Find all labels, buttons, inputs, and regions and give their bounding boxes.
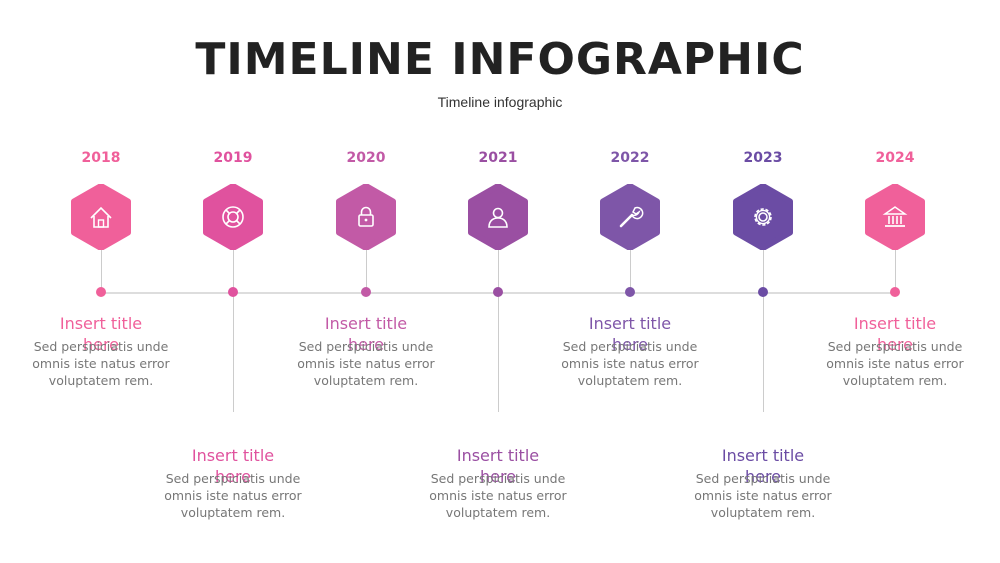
description-line: omnis iste natus error (826, 356, 964, 371)
milestone-description: Sed perspiciatis unde omnis iste natus er… (550, 338, 710, 389)
description-line: Sed perspiciatis unde (298, 339, 434, 354)
connector-line (630, 250, 631, 292)
hexagon-badge (71, 184, 131, 250)
description-line: voluptatem rem. (842, 373, 948, 388)
connector-line (498, 250, 499, 412)
lock-icon (358, 206, 374, 227)
milestone-title: Insert title here (721, 446, 805, 486)
home-icon (90, 206, 112, 228)
milestone-title: Insert title here (191, 446, 275, 486)
milestone-description: Sed perspiciatis unde omnis iste natus er… (815, 338, 975, 389)
year-label: 2023 (743, 150, 783, 166)
milestone-description: Sed perspiciatis unde omnis iste natus er… (21, 338, 181, 389)
hexagon-badge (600, 184, 660, 250)
timeline-dot (625, 287, 635, 297)
gear-icon (754, 208, 772, 226)
description-line: Sed perspiciatis unde (562, 339, 698, 354)
milestone-title: Insert title here (456, 446, 540, 486)
description-line: voluptatem rem. (180, 505, 286, 520)
timeline-dot (758, 287, 768, 297)
milestone-description: Sed perspiciatis unde omnis iste natus er… (418, 470, 578, 521)
year-label: 2021 (478, 150, 518, 166)
page-title: TIMELINE INFOGRAPHIC (195, 34, 805, 85)
description-line: Sed perspiciatis unde (827, 339, 963, 354)
connector-line (763, 250, 764, 412)
year-label: 2018 (81, 150, 121, 166)
connector-line (101, 250, 102, 292)
hexagon-badge (865, 184, 925, 250)
milestone-title: Insert title here (853, 314, 937, 354)
description-line: Sed perspiciatis unde (165, 471, 301, 486)
milestone-title: Insert title here (59, 314, 143, 354)
description-line: voluptatem rem. (710, 505, 816, 520)
page-subtitle: Timeline infographic (437, 94, 563, 110)
hexagon-badge (203, 184, 263, 250)
year-label: 2020 (346, 150, 386, 166)
description-line: Sed perspiciatis unde (33, 339, 169, 354)
description-line: omnis iste natus error (164, 488, 302, 503)
description-line: voluptatem rem. (48, 373, 154, 388)
wrench-icon (619, 206, 644, 228)
hexagon-badge (733, 184, 793, 250)
description-line: omnis iste natus error (694, 488, 832, 503)
connector-line (895, 250, 896, 292)
description-line: voluptatem rem. (313, 373, 419, 388)
year-label: 2024 (875, 150, 915, 166)
milestone-description: Sed perspiciatis unde omnis iste natus er… (683, 470, 843, 521)
timeline-dot (96, 287, 106, 297)
timeline-dot (361, 287, 371, 297)
connector-line (233, 250, 234, 412)
year-label: 2019 (213, 150, 253, 166)
year-label: 2022 (610, 150, 650, 166)
description-line: Sed perspiciatis unde (430, 471, 566, 486)
description-line: Sed perspiciatis unde (695, 471, 831, 486)
timeline-dot (493, 287, 503, 297)
milestone-description: Sed perspiciatis unde omnis iste natus er… (153, 470, 313, 521)
description-line: voluptatem rem. (577, 373, 683, 388)
timeline-dot (228, 287, 238, 297)
timeline-dot (890, 287, 900, 297)
hexagon-badge (336, 184, 396, 250)
milestone-description: Sed perspiciatis unde omnis iste natus er… (286, 338, 446, 389)
description-line: voluptatem rem. (445, 505, 551, 520)
hexagon-badge (468, 184, 528, 250)
description-line: omnis iste natus error (561, 356, 699, 371)
milestone-title: Insert title here (324, 314, 408, 354)
description-line: omnis iste natus error (429, 488, 567, 503)
bank-icon (882, 206, 908, 227)
description-line: omnis iste natus error (297, 356, 435, 371)
lifebuoy-icon (222, 206, 244, 228)
users-icon (488, 207, 508, 228)
description-line: omnis iste natus error (32, 356, 170, 371)
milestone-title: Insert title here (588, 314, 672, 354)
connector-line (366, 250, 367, 292)
